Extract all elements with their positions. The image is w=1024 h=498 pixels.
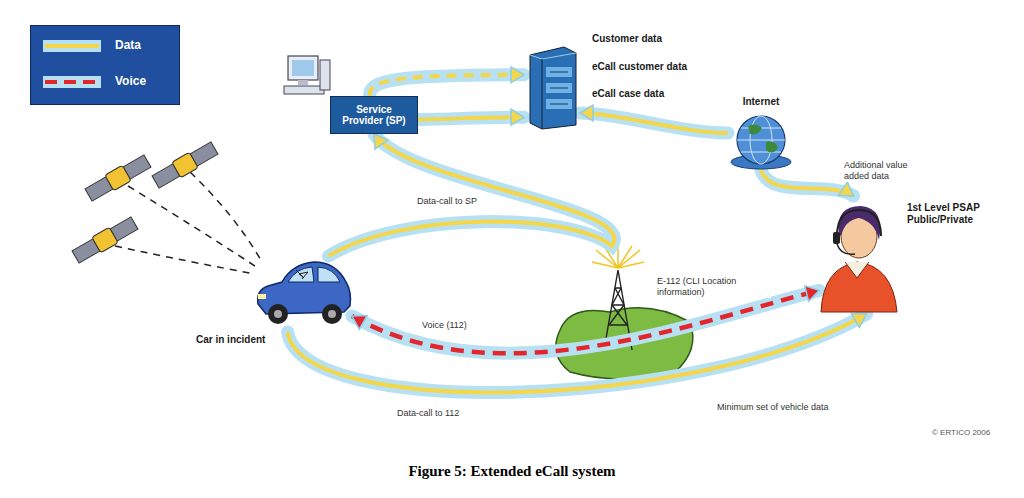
node-label: eCall case data xyxy=(592,88,664,100)
edge-label: Voice (112) xyxy=(420,320,469,331)
swatch-band xyxy=(43,40,101,52)
legend-swatch xyxy=(41,38,103,54)
swatch-line xyxy=(45,80,99,84)
connector-band xyxy=(418,117,524,119)
db-icon xyxy=(524,45,580,134)
connector-band xyxy=(329,134,615,256)
connector-band xyxy=(352,290,819,353)
icon-node: Car in incident xyxy=(252,252,354,332)
arrow-head xyxy=(838,182,853,196)
arrow-head xyxy=(511,67,524,83)
legend-text: Data xyxy=(115,39,141,53)
connector-band xyxy=(761,170,854,196)
car-icon xyxy=(252,252,354,336)
data-connector xyxy=(761,170,854,196)
arrow-head xyxy=(805,286,820,302)
node-label: Customer data xyxy=(592,33,662,45)
data-connector xyxy=(418,117,524,119)
data-connector xyxy=(329,134,615,256)
legend-swatch xyxy=(41,74,103,90)
flow-label: Minimum set of vehicle data xyxy=(715,402,831,413)
swatch-band xyxy=(43,76,101,88)
legend-box: DataVoice xyxy=(30,25,180,105)
person-icon xyxy=(815,196,901,318)
node-label: eCall customer data xyxy=(592,61,687,73)
edge-label: Data-call to 112 xyxy=(395,408,461,419)
connector-band xyxy=(580,113,728,133)
voice-connector xyxy=(352,290,819,353)
process-box: Service Provider (SP) xyxy=(330,96,418,134)
copyright-note: © ERTICO 2006 xyxy=(930,428,992,438)
cell-tower xyxy=(556,244,693,379)
node-label: Car in incident xyxy=(196,334,265,346)
node-label: 1st Level PSAP Public/Private xyxy=(907,202,1003,225)
computer-icon xyxy=(284,56,330,94)
data-connector xyxy=(580,113,728,133)
swatch-line xyxy=(45,44,99,48)
arrow-head xyxy=(580,105,593,121)
arrow-head xyxy=(352,315,367,329)
arrow-head xyxy=(851,314,866,328)
icon-node: 1st Level PSAP Public/Private xyxy=(815,196,901,314)
node-label: Service Provider (SP) xyxy=(335,104,413,127)
globe-icon xyxy=(728,110,794,174)
edge-label: Additional value added data xyxy=(842,160,921,182)
connector-band xyxy=(370,75,524,96)
satellites xyxy=(71,140,219,265)
flow-label: E-112 (CLI Location information) xyxy=(655,276,771,298)
icon-node: Customer dataeCall customer dataeCall ca… xyxy=(524,45,580,130)
node-label: Internet xyxy=(728,96,794,108)
data-connector xyxy=(370,75,524,96)
icon-node: Internet xyxy=(728,96,794,170)
arrow-head xyxy=(374,134,388,149)
arrow-head xyxy=(511,109,524,125)
data-connector xyxy=(288,314,867,392)
satellite-beams xyxy=(115,172,262,274)
legend-text: Voice xyxy=(115,75,146,89)
connector-band xyxy=(288,314,867,392)
figure-caption: Figure 5: Extended eCall system xyxy=(0,463,1024,480)
edge-label: Data-call to SP xyxy=(415,196,479,207)
